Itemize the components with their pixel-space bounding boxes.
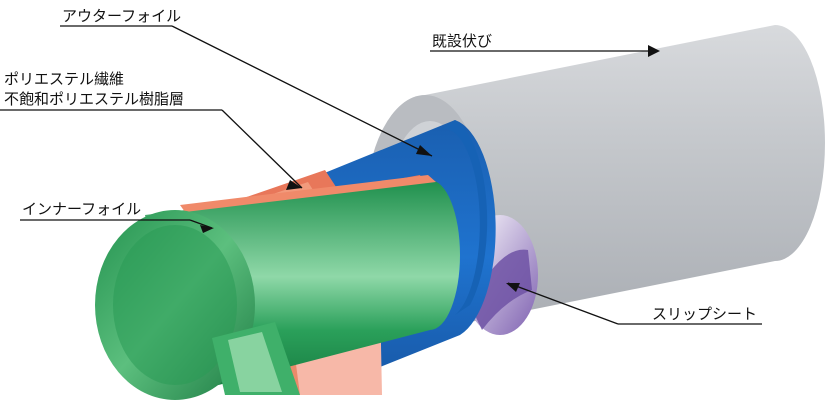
leader-arrows [200,45,660,292]
leader-resin [221,109,303,189]
label-slip-sheet: スリップシート [652,305,758,323]
inner-foil [95,175,460,400]
arrow-inner-foil [200,225,214,233]
leader-slip-sheet [507,282,619,325]
leader-lines [0,25,762,325]
leader-outer-foil [171,25,433,157]
arrow-existing-pipe [648,45,660,57]
label-polyester-fiber: ポリエステル繊維 [4,70,125,88]
label-outer-foil: アウターフォイル [62,7,182,25]
arrow-outer-foil [416,145,432,156]
leader-inner-foil [189,219,213,229]
arrow-slip-sheet [506,283,520,292]
label-resin-layer: 不飽和ポリエステル樹脂層 [4,90,185,108]
label-existing-pipe: 既設伏び [432,32,493,50]
label-inner-foil: インナーフォイル [22,200,142,218]
arrow-resin [286,180,302,190]
